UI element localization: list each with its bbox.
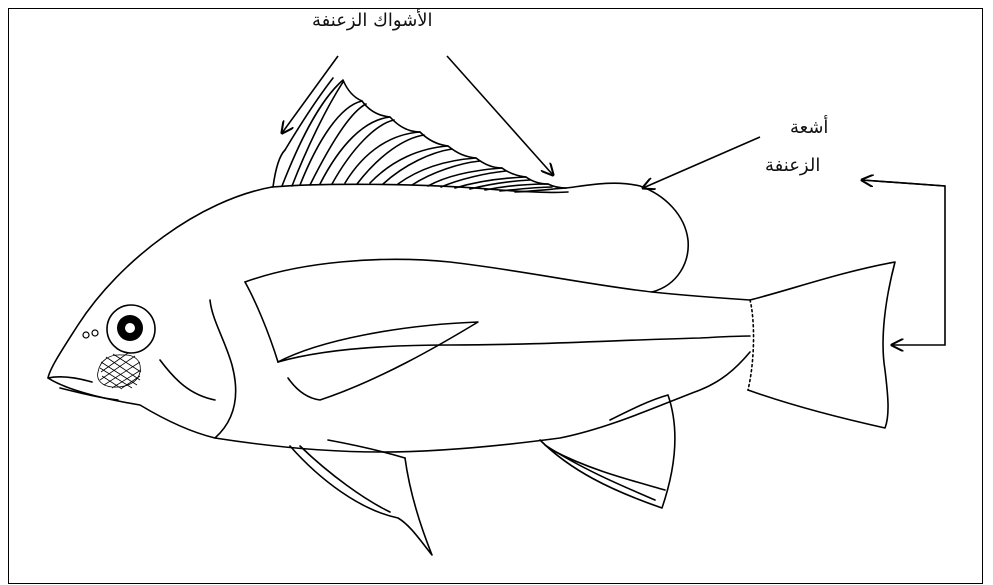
cheek-scales [98, 353, 141, 389]
gill-cover [210, 300, 236, 438]
gill-fold [245, 282, 278, 362]
pectoral-fin [278, 322, 478, 400]
dorsal-soft-fin [566, 183, 688, 292]
anal-fin-ray [545, 445, 655, 500]
eye-icon [107, 305, 155, 353]
caudal-bracket-arrow [862, 180, 945, 345]
anal-fin-ray-2 [552, 450, 665, 490]
preoperculum [160, 360, 215, 400]
caudal-bracket-arrow-top [862, 180, 945, 186]
lateral-line-lower [278, 336, 750, 362]
label-fin-rays-line1: أشعة [790, 119, 828, 137]
pelvic-fin-ray [300, 446, 390, 512]
dorsal-spiny-fin [273, 78, 566, 192]
caudal-boundary [748, 300, 754, 390]
anal-fin [540, 395, 675, 508]
nostril-icon [83, 330, 98, 338]
pelvic-fin [290, 446, 432, 555]
caudal-fin [748, 262, 895, 428]
label-fin-spines: الأشواك الزعنفة [312, 12, 433, 30]
pelvic-fin-base [328, 440, 405, 458]
label-fin-rays-line2: الزعنفة [765, 157, 820, 175]
rays-arrow [643, 137, 760, 188]
spines-arrow-right [447, 56, 553, 175]
